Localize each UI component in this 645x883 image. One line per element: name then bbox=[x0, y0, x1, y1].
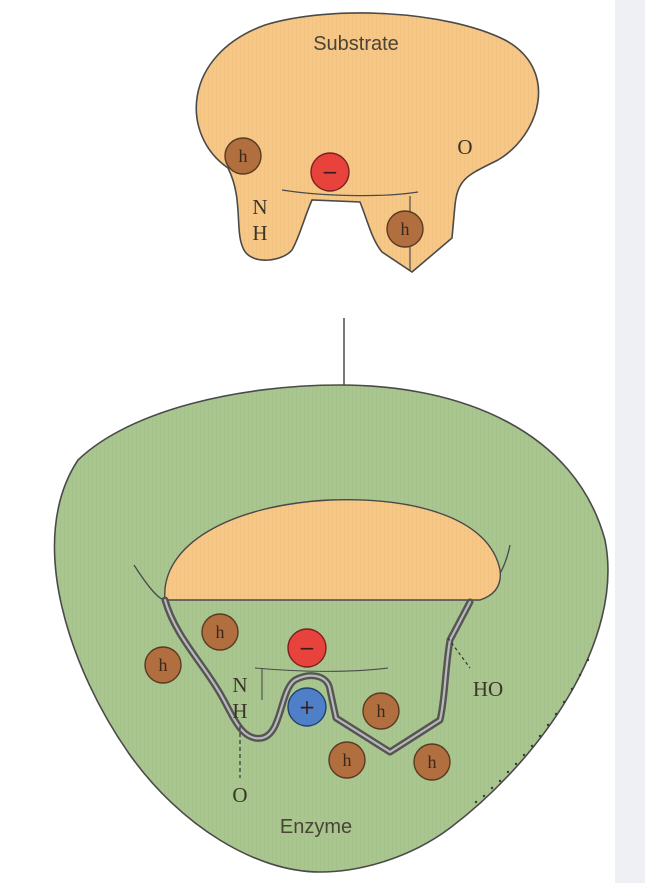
enzyme-hydrophobic-badge: h bbox=[329, 742, 365, 778]
enzyme-label: Enzyme bbox=[280, 816, 352, 838]
svg-text:h: h bbox=[428, 752, 437, 772]
enzyme-nitrogen-label: N bbox=[232, 673, 247, 697]
svg-text:h: h bbox=[239, 146, 248, 166]
svg-text:h: h bbox=[159, 655, 168, 675]
enzyme-hydrogen-label: H bbox=[232, 699, 247, 723]
substrate-molecule: Substrate O N H h h − bbox=[196, 13, 538, 272]
enzyme-hydroxyl-label: HO bbox=[473, 677, 503, 701]
svg-text:h: h bbox=[343, 750, 352, 770]
substrate-nitrogen-label: N bbox=[252, 195, 267, 219]
substrate-hydrophobic-badge: h bbox=[387, 211, 423, 247]
enzyme-molecule: N H O HO − + h h h h bbox=[54, 385, 607, 872]
svg-text:h: h bbox=[401, 219, 410, 239]
enzyme-positive-charge: + bbox=[288, 688, 326, 726]
svg-text:−: − bbox=[299, 636, 316, 660]
svg-text:−: − bbox=[322, 160, 339, 184]
svg-text:h: h bbox=[377, 701, 386, 721]
enzyme-hydrophobic-badge: h bbox=[363, 693, 399, 729]
substrate-label: Substrate bbox=[313, 33, 399, 55]
enzyme-texture bbox=[54, 385, 607, 872]
svg-text:h: h bbox=[216, 622, 225, 642]
substrate-negative-charge: − bbox=[311, 153, 349, 191]
substrate-hydrophobic-badge: h bbox=[225, 138, 261, 174]
svg-text:+: + bbox=[299, 695, 316, 719]
enzyme-hydrophobic-badge: h bbox=[414, 744, 450, 780]
substrate-oxygen-label: O bbox=[457, 135, 472, 159]
enzyme-hydrophobic-badge: h bbox=[145, 647, 181, 683]
substrate-hydrogen-label: H bbox=[252, 221, 267, 245]
enzyme-hydrophobic-badge: h bbox=[202, 614, 238, 650]
page-edge-shadow bbox=[615, 0, 645, 883]
enzyme-oxygen-bottom-label: O bbox=[232, 783, 247, 807]
enzyme-negative-charge: − bbox=[288, 629, 326, 667]
